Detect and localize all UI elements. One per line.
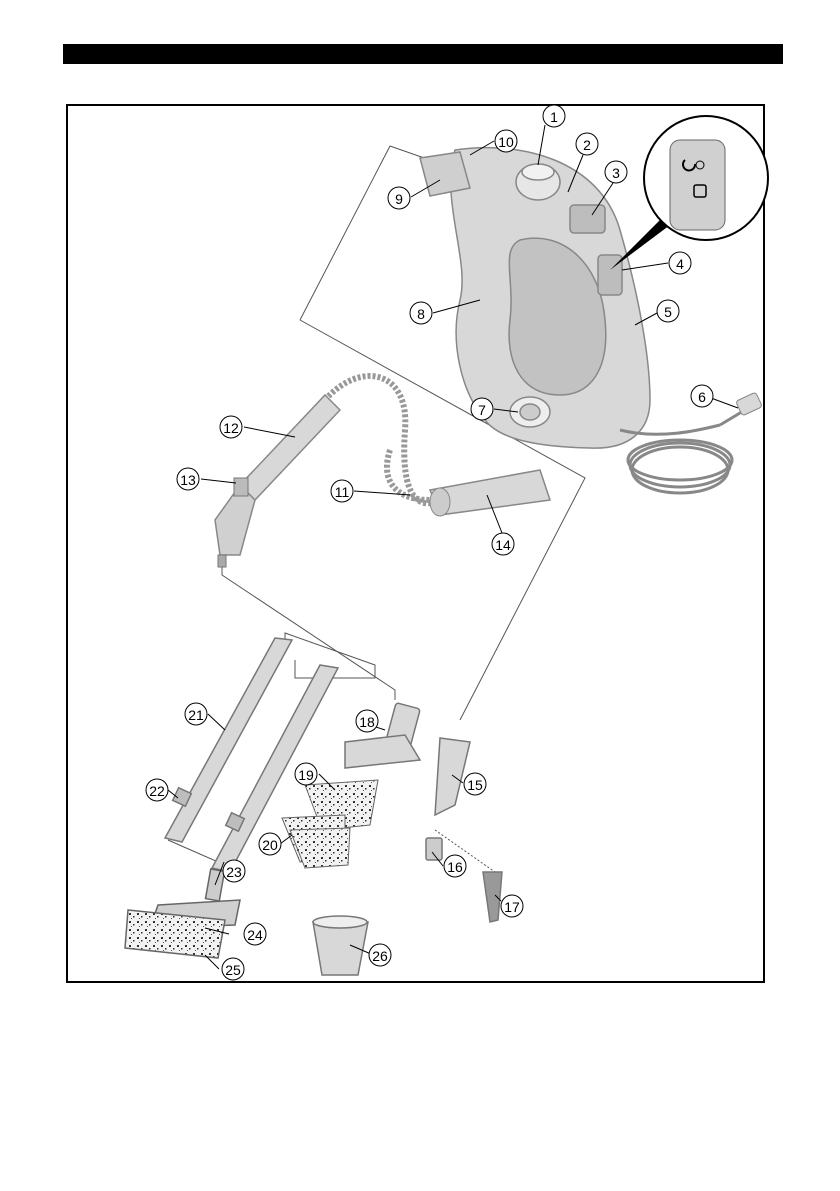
point-jet-nozzle	[426, 738, 502, 922]
callout-8: 8	[417, 306, 425, 322]
measuring-cup	[313, 916, 368, 975]
callout-15: 15	[467, 777, 483, 793]
microfibre-covers	[282, 780, 378, 868]
callout-22: 22	[149, 783, 165, 799]
callout-18: 18	[359, 714, 375, 730]
callout-21: 21	[188, 707, 204, 723]
callout-4: 4	[676, 256, 684, 272]
callout-26: 26	[372, 948, 388, 964]
callout-23: 23	[226, 864, 242, 880]
callout-9: 9	[395, 191, 403, 207]
callout-2: 2	[583, 137, 591, 153]
callout-1: 1	[550, 109, 558, 125]
callout-11: 11	[335, 484, 350, 500]
callout-16: 16	[447, 859, 463, 875]
callout-14: 14	[495, 537, 511, 553]
callout-3: 3	[612, 165, 620, 181]
hand-nozzle	[345, 703, 420, 768]
callout-17: 17	[504, 899, 520, 915]
steam-cleaner-body	[420, 148, 650, 449]
callout-24: 24	[247, 927, 263, 943]
callout-7: 7	[478, 402, 486, 418]
callout-25: 25	[225, 962, 241, 978]
callout-20: 20	[262, 837, 278, 853]
callout-6: 6	[698, 389, 706, 405]
floor-nozzle	[125, 869, 240, 958]
callout-12: 12	[223, 420, 239, 436]
callout-19: 19	[298, 767, 314, 783]
callout-13: 13	[180, 472, 196, 488]
callout-5: 5	[664, 304, 672, 320]
callout-10: 10	[498, 134, 514, 150]
switch-detail-inset	[610, 116, 768, 270]
